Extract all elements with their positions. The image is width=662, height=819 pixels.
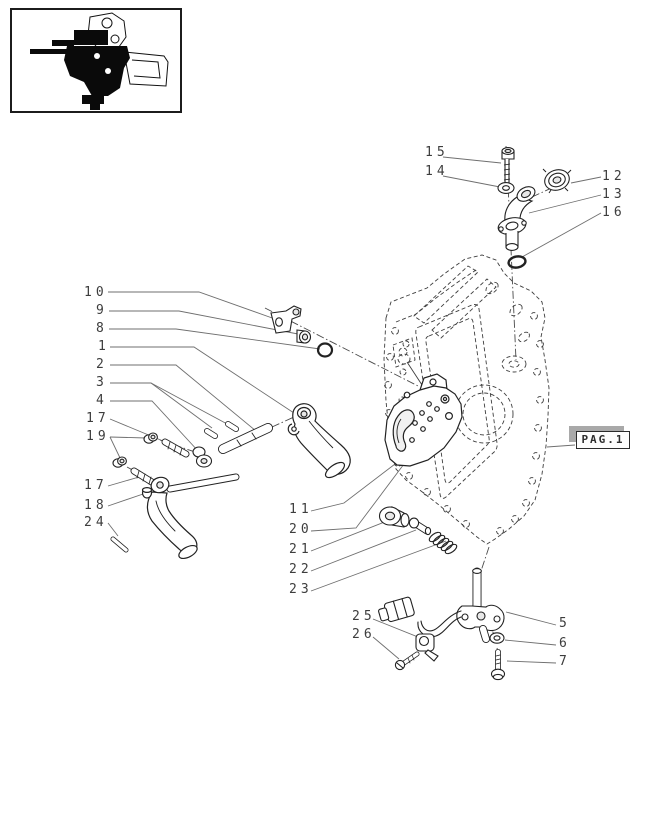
callout-4[interactable]: 4 xyxy=(96,393,108,408)
callout-15[interactable]: 15 xyxy=(425,145,449,160)
nut-19-upper xyxy=(143,432,158,444)
clevis-block-10 xyxy=(270,305,302,334)
callout-11[interactable]: 11 xyxy=(289,502,313,517)
callout-3[interactable]: 3 xyxy=(96,375,108,390)
callout-22[interactable]: 22 xyxy=(289,562,313,577)
centerline-axes xyxy=(126,145,559,656)
breather-cap-12 xyxy=(542,168,572,194)
callout-9[interactable]: 9 xyxy=(96,303,108,318)
page-tag[interactable]: PAG.1 xyxy=(576,431,630,449)
callout-5[interactable]: 5 xyxy=(559,616,571,631)
nut-19-lower xyxy=(112,456,127,468)
bolt-holes xyxy=(384,312,544,535)
callout-17-upper[interactable]: 17 xyxy=(86,411,110,426)
shift-fork-center xyxy=(287,403,351,479)
leader-lines xyxy=(107,156,602,664)
callout-21[interactable]: 21 xyxy=(289,542,313,557)
bolt-15 xyxy=(501,147,515,184)
guide-block-4 xyxy=(192,446,213,468)
elbow-pipe-13 xyxy=(497,186,536,251)
transmission-housing-outline xyxy=(383,254,550,545)
wire-connector xyxy=(378,596,415,623)
callout-10[interactable]: 10 xyxy=(84,285,108,300)
o-ring-8 xyxy=(316,342,334,358)
pin-18 xyxy=(141,487,153,499)
callout-20[interactable]: 20 xyxy=(289,522,313,537)
bushing-9 xyxy=(296,329,312,344)
callout-6[interactable]: 6 xyxy=(559,636,571,651)
washer-14 xyxy=(497,182,515,194)
callout-7[interactable]: 7 xyxy=(559,654,571,669)
pivot-parts-group xyxy=(270,305,334,358)
callout-17-lower[interactable]: 17 xyxy=(84,478,108,493)
callout-13[interactable]: 13 xyxy=(602,187,626,202)
callout-16[interactable]: 16 xyxy=(602,205,626,220)
spring-23 xyxy=(428,531,458,555)
callout-23[interactable]: 23 xyxy=(289,582,313,597)
switch-assembly xyxy=(378,567,506,681)
screw-26 xyxy=(394,651,420,671)
gate-plate-assembly xyxy=(384,373,463,467)
callout-25[interactable]: 25 xyxy=(352,609,376,624)
callout-26[interactable]: 26 xyxy=(352,627,376,642)
safety-switch-5 xyxy=(378,567,505,643)
washer-6 xyxy=(489,632,505,644)
overview-thumbnail-frame xyxy=(10,8,182,113)
callout-19[interactable]: 19 xyxy=(86,429,110,444)
detent-pin-22 xyxy=(408,517,432,536)
detent-assembly xyxy=(378,506,458,555)
plug-21 xyxy=(378,506,410,528)
callout-1[interactable]: 1 xyxy=(98,339,110,354)
callout-18[interactable]: 18 xyxy=(84,498,108,513)
shift-rail-group xyxy=(110,421,273,553)
callout-8[interactable]: 8 xyxy=(96,321,108,336)
callout-12[interactable]: 12 xyxy=(602,169,626,184)
callout-14[interactable]: 14 xyxy=(425,164,449,179)
breather-assembly xyxy=(497,147,572,269)
shift-fork-lower xyxy=(141,473,240,560)
bolt-7 xyxy=(490,649,506,681)
callout-2[interactable]: 2 xyxy=(96,357,108,372)
overview-thumbnail xyxy=(30,12,169,110)
o-ring-16 xyxy=(507,255,527,269)
clamp-25 xyxy=(415,633,439,662)
callout-24[interactable]: 24 xyxy=(84,515,108,530)
